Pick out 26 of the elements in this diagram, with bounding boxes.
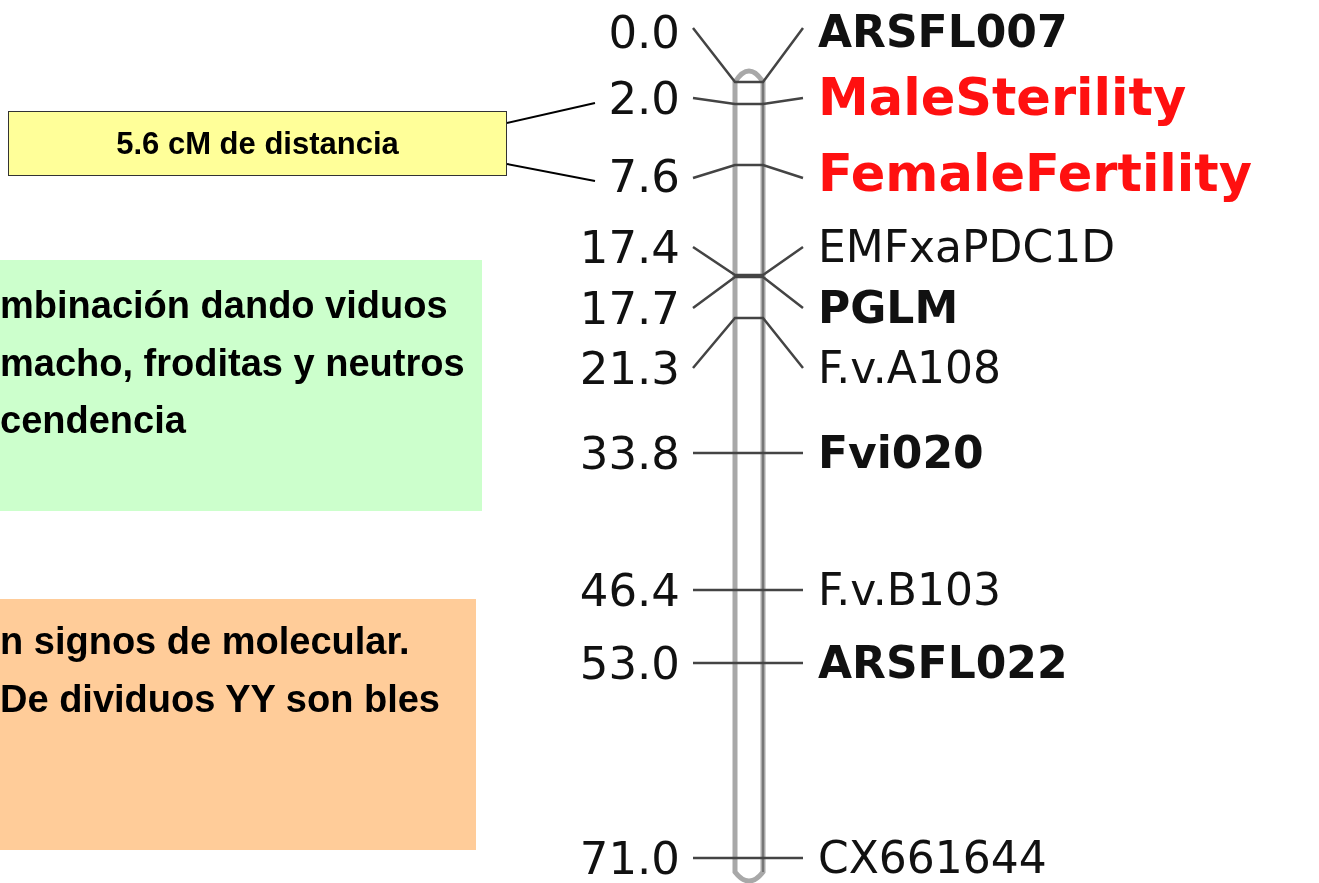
marker-name: F.v.B103 <box>818 568 1001 612</box>
note-panel <box>0 599 476 850</box>
map-position: 17.4 <box>578 225 680 270</box>
map-position: 53.0 <box>578 641 680 686</box>
marker-name: F.v.A108 <box>818 346 1001 390</box>
map-position: 7.6 <box>560 154 680 199</box>
marker-name: PGLM <box>818 286 959 330</box>
note-panel <box>0 260 482 511</box>
marker-name: CX661644 <box>818 836 1047 880</box>
map-position: 21.3 <box>578 346 680 391</box>
leader-line <box>506 163 596 182</box>
map-position: 33.8 <box>578 431 680 476</box>
map-position: 0.0 <box>607 10 680 55</box>
map-position: 71.0 <box>578 836 680 881</box>
leader-line <box>506 102 596 124</box>
marker-name: ARSFL007 <box>818 10 1068 54</box>
callout-text: 5.6 cM de distancia <box>116 125 399 162</box>
marker-name: ARSFL022 <box>818 641 1068 685</box>
marker-name: Fvi020 <box>818 431 984 475</box>
marker-name: EMFxaPDC1D <box>818 225 1116 269</box>
note-text: n signos de molecular. De dividuos YY son bles <box>0 619 440 722</box>
callout-box <box>8 111 507 176</box>
map-position: 2.0 <box>560 76 680 121</box>
map-position: 46.4 <box>578 568 680 613</box>
map-position: 17.7 <box>578 286 680 331</box>
note-text: mbinación dando viduos macho, froditas y neutros cendencia <box>0 283 466 443</box>
